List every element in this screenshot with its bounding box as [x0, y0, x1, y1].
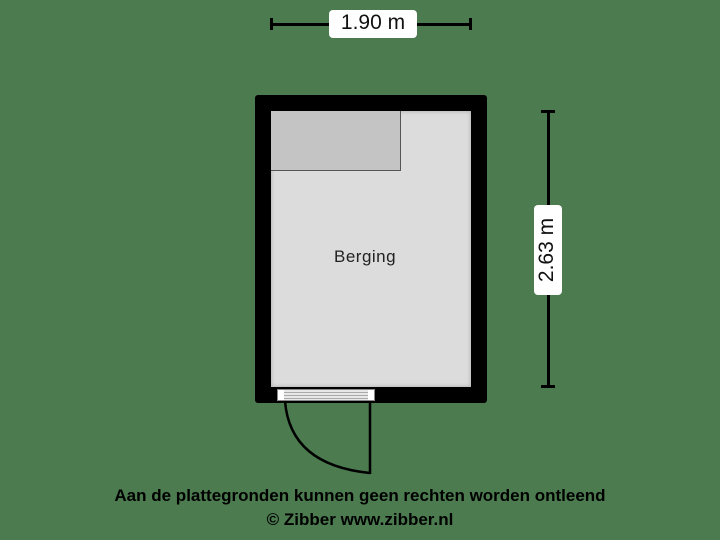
height-dimension-tick-bottom [541, 385, 555, 388]
height-dimension: 2.63 m [534, 110, 562, 388]
door-opening [277, 389, 375, 401]
copyright-text: © Zibber www.zibber.nl [266, 510, 454, 529]
width-dimension-tick-left [270, 18, 273, 30]
width-dimension: 1.90 m [270, 10, 472, 38]
door-frame [284, 390, 368, 400]
width-dimension-label: 1.90 m [329, 10, 417, 38]
height-dimension-tick-top [541, 110, 555, 113]
room-label: Berging [334, 247, 397, 266]
width-dimension-tick-right [469, 18, 472, 30]
door-swing-icon [283, 400, 372, 475]
storage-shelf [271, 111, 401, 171]
disclaimer-text: Aan de plattegronden kunnen geen rechten… [114, 486, 606, 505]
height-dimension-label: 2.63 m [534, 205, 562, 295]
